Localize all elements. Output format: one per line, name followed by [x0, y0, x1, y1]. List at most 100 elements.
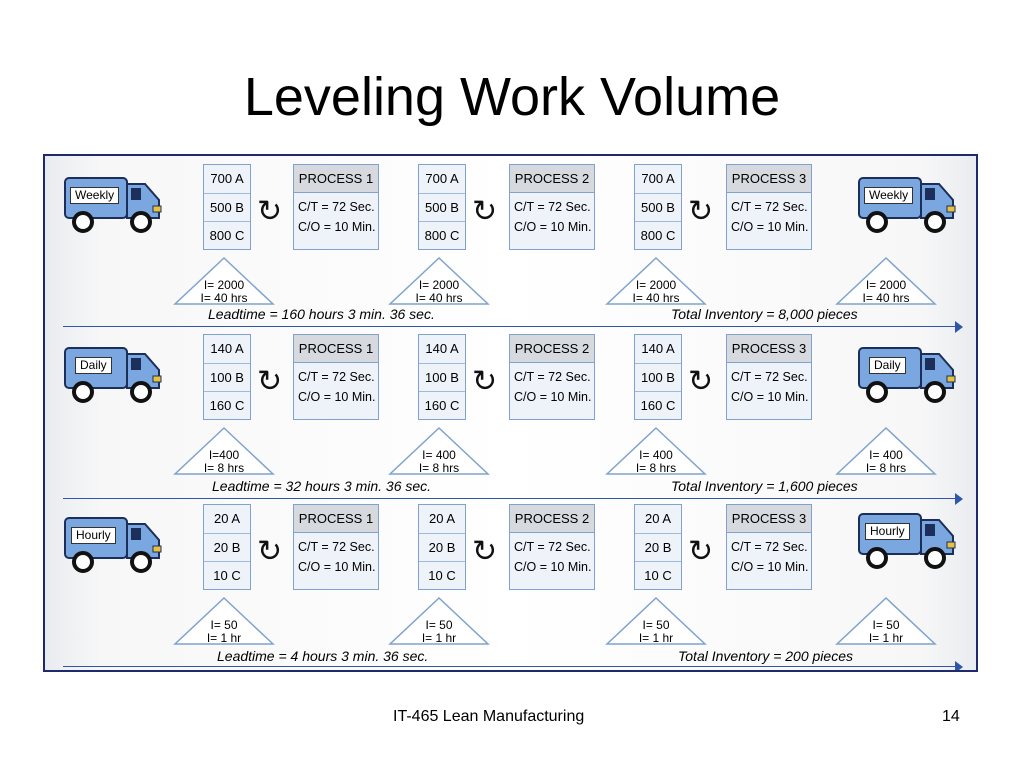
shipping-truck-right: Hourly	[857, 506, 957, 575]
arrowhead-right-icon	[955, 321, 963, 333]
inventory-time: I= 1 hr	[868, 631, 904, 645]
quantity-c: 10 C	[204, 561, 250, 590]
inventory-quantity: I= 50	[425, 618, 453, 632]
quantity-a: 700 A	[210, 171, 244, 186]
process-box-3: PROCESS 3 C/T = 72 Sec. C/O = 10 Min.	[726, 504, 812, 590]
process-box-1: PROCESS 1 C/T = 72 Sec. C/O = 10 Min.	[293, 334, 379, 420]
footer-course: IT-465 Lean Manufacturing	[393, 708, 585, 725]
cycle-time: C/T = 72 Sec.	[514, 200, 591, 214]
clockwise-cycle-icon: ↻	[688, 365, 714, 398]
clockwise-cycle-icon: ↻	[472, 365, 498, 398]
changeover-time: C/O = 10 Min.	[731, 220, 809, 234]
quantity-c: 800 C	[635, 221, 681, 250]
shipping-truck-right: Weekly	[857, 170, 957, 239]
quantity-a: 140 A	[641, 341, 675, 356]
inventory-time: I= 8 hrs	[418, 461, 460, 475]
process-box-2: PROCESS 2 C/T = 72 Sec. C/O = 10 Min.	[509, 504, 595, 590]
quantity-a: 20 A	[213, 511, 241, 526]
inventory-quantity: I= 2000	[635, 278, 677, 292]
clockwise-cycle-icon: ↻	[688, 535, 714, 568]
inventory-time: I= 1 hr	[638, 631, 674, 645]
row-daily: Daily Daily 140 A 100 B 160 C 140 A 100 …	[45, 326, 976, 505]
flow-line	[63, 498, 957, 499]
inventory-time: I= 8 hrs	[865, 461, 907, 475]
process-title: PROCESS 2	[510, 165, 594, 193]
leadtime-caption: Leadtime = 32 hours 3 min. 36 sec.	[212, 478, 432, 494]
changeover-time: C/O = 10 Min.	[514, 560, 592, 574]
shipping-truck-left: Weekly	[63, 170, 163, 239]
inventory-quantity: I= 400	[869, 448, 903, 462]
shipping-frequency-label: Weekly	[70, 187, 120, 204]
total-inventory-caption: Total Inventory = 1,600 pieces	[671, 478, 858, 494]
inventory-time: I= 40 hrs	[862, 291, 910, 305]
quantity-c: 160 C	[635, 391, 681, 420]
quantity-a: 140 A	[425, 341, 459, 356]
inventory-quantity: I=400	[208, 448, 240, 462]
clockwise-cycle-icon: ↻	[472, 195, 498, 228]
slide-title: Leveling Work Volume	[243, 67, 781, 127]
leadtime-caption: Leadtime = 4 hours 3 min. 36 sec.	[217, 648, 429, 664]
quantity-box: 20 A 20 B 10 C	[418, 504, 466, 590]
process-title: PROCESS 3	[727, 165, 811, 193]
changeover-time: C/O = 10 Min.	[298, 560, 376, 574]
cycle-time: C/T = 72 Sec.	[731, 200, 808, 214]
process-box-2: PROCESS 2 C/T = 72 Sec. C/O = 10 Min.	[509, 164, 595, 250]
process-title: PROCESS 2	[510, 335, 594, 363]
inventory-quantity: I= 50	[210, 618, 238, 632]
arrowhead-right-icon	[955, 493, 963, 505]
process-title: PROCESS 3	[727, 335, 811, 363]
inventory-time: I= 1 hr	[421, 631, 457, 645]
inventory-quantity: I= 400	[422, 448, 456, 462]
quantity-a: 700 A	[425, 171, 459, 186]
process-box-3: PROCESS 3 C/T = 72 Sec. C/O = 10 Min.	[726, 164, 812, 250]
total-inventory-caption: Total Inventory = 8,000 pieces	[671, 306, 858, 322]
row-weekly: Weekly Weekly 700 A 500 B 800 C 700 A 50…	[45, 156, 976, 333]
clockwise-cycle-icon: ↻	[688, 195, 714, 228]
arrowhead-right-icon	[955, 661, 963, 670]
cycle-time: C/T = 72 Sec.	[298, 200, 375, 214]
quantity-c: 10 C	[419, 561, 465, 590]
inventory-time: I= 40 hrs	[415, 291, 463, 305]
quantity-b: 500 B	[419, 193, 465, 222]
quantity-c: 10 C	[635, 561, 681, 590]
quantity-b: 100 B	[635, 363, 681, 392]
cycle-time: C/T = 72 Sec.	[514, 540, 591, 554]
quantity-b: 100 B	[419, 363, 465, 392]
inventory-quantity: I= 50	[872, 618, 900, 632]
process-title: PROCESS 1	[294, 165, 378, 193]
cycle-time: C/T = 72 Sec.	[731, 540, 808, 554]
quantity-b: 20 B	[204, 533, 250, 562]
quantity-a: 20 A	[428, 511, 456, 526]
quantity-b: 500 B	[204, 193, 250, 222]
quantity-b: 20 B	[419, 533, 465, 562]
clockwise-cycle-icon: ↻	[257, 365, 283, 398]
process-title: PROCESS 2	[510, 505, 594, 533]
inventory-triangle-icon	[173, 256, 275, 305]
quantity-c: 800 C	[204, 221, 250, 250]
inventory-quantity: I= 2000	[865, 278, 907, 292]
value-stream-diagram: Weekly Weekly 700 A 500 B 800 C 700 A 50…	[43, 154, 978, 672]
quantity-b: 20 B	[635, 533, 681, 562]
clockwise-cycle-icon: ↻	[257, 195, 283, 228]
quantity-box: 700 A 500 B 800 C	[203, 164, 251, 250]
inventory-triangle-icon	[835, 256, 937, 305]
inventory-time: I= 40 hrs	[200, 291, 248, 305]
quantity-box: 140 A 100 B 160 C	[418, 334, 466, 420]
shipping-truck-right: Daily	[857, 340, 957, 409]
changeover-time: C/O = 10 Min.	[514, 220, 592, 234]
inventory-quantity: I= 2000	[203, 278, 245, 292]
flow-line	[63, 326, 957, 327]
process-box-2: PROCESS 2 C/T = 72 Sec. C/O = 10 Min.	[509, 334, 595, 420]
inventory-time: I= 1 hr	[206, 631, 242, 645]
inventory-time: I= 8 hrs	[203, 461, 245, 475]
shipping-frequency-label: Weekly	[864, 187, 914, 204]
row-hourly: Hourly Hourly 20 A 20 B 10 C 20 A 20 B 1…	[45, 496, 976, 670]
quantity-c: 160 C	[204, 391, 250, 420]
cycle-time: C/T = 72 Sec.	[298, 540, 375, 554]
shipping-truck-left: Daily	[63, 340, 163, 409]
process-box-1: PROCESS 1 C/T = 72 Sec. C/O = 10 Min.	[293, 504, 379, 590]
inventory-quantity: I= 2000	[418, 278, 460, 292]
inventory-triangle-icon	[605, 596, 707, 645]
quantity-a: 20 A	[644, 511, 672, 526]
quantity-box: 140 A 100 B 160 C	[203, 334, 251, 420]
